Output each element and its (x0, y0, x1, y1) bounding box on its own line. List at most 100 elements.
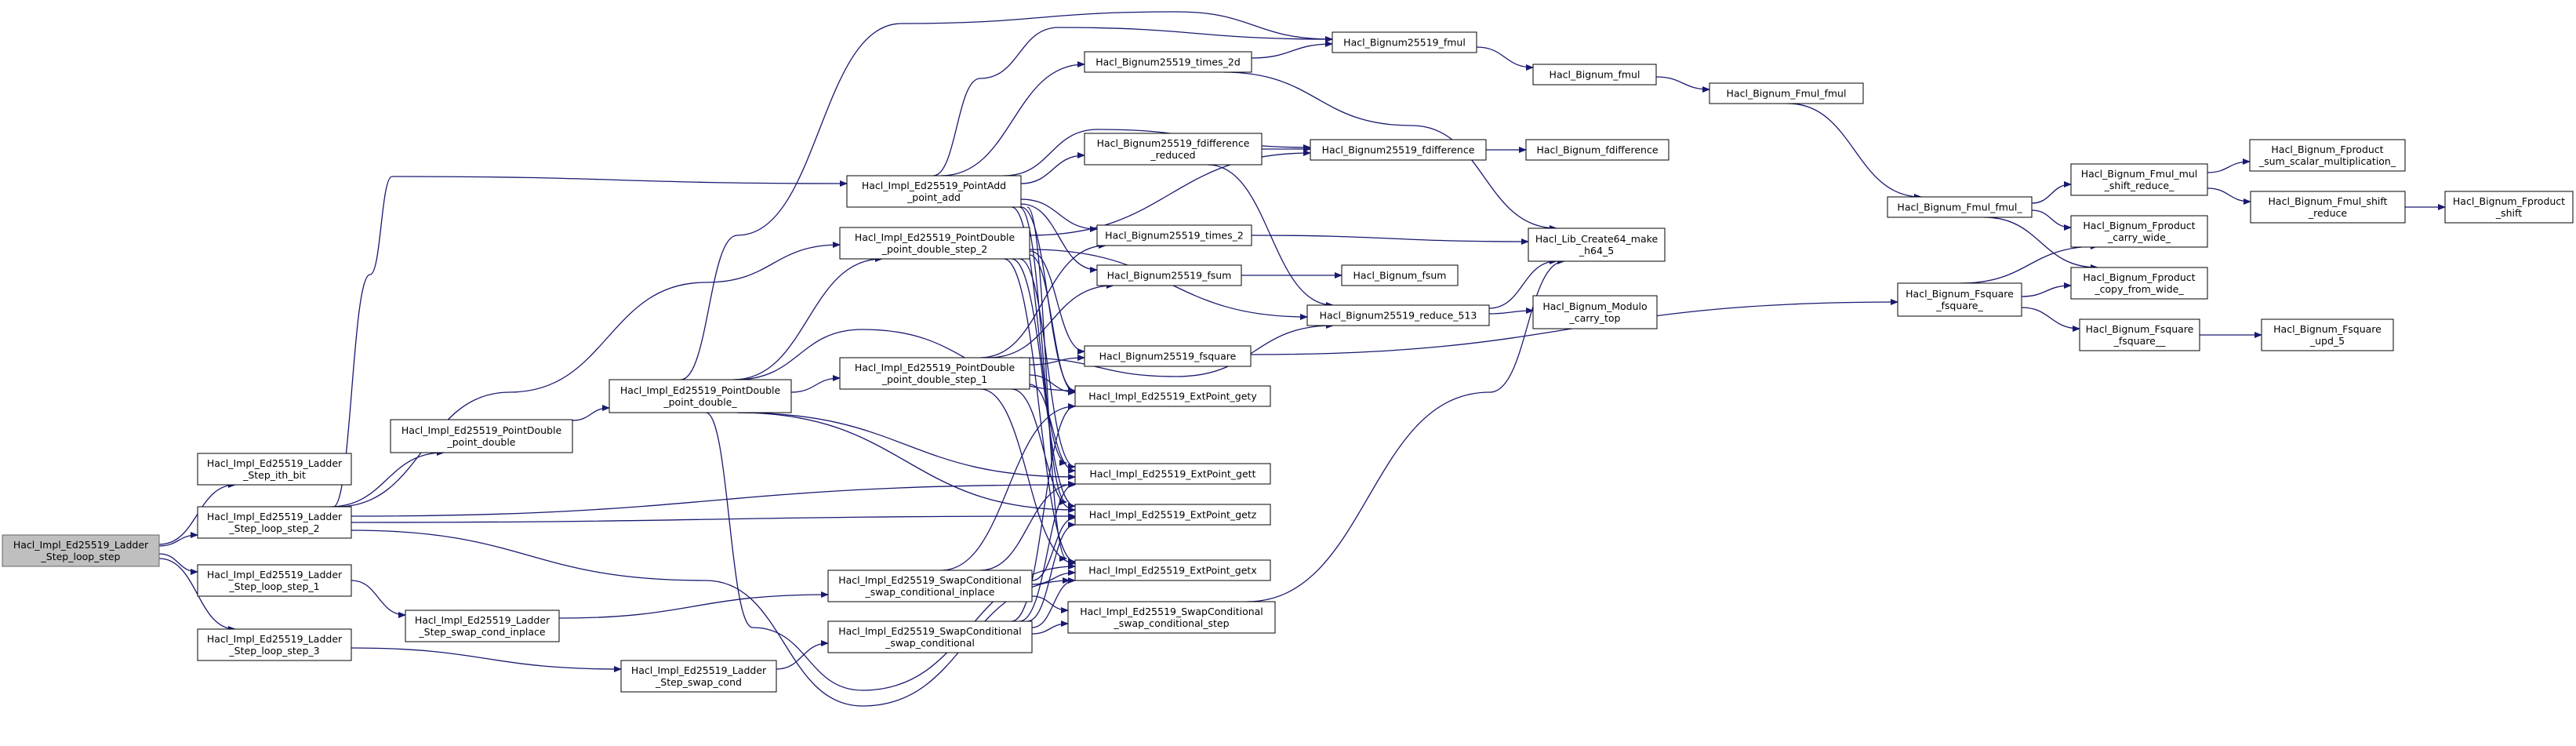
node-loop3[interactable]: Hacl_Impl_Ed25519_Ladder_Step_loop_step_… (197, 628, 352, 661)
node-label: Hacl_Bignum25519_times_2d (1095, 56, 1241, 68)
edge-bfmul-to-ffmul (1655, 76, 1710, 93)
edge-loop2-to-pds2 (336, 242, 841, 508)
node-gety[interactable]: Hacl_Impl_Ed25519_ExtPoint_gety (1074, 385, 1271, 407)
node-upd5[interactable]: Hacl_Bignum_Fsquare_upd_5 (2261, 318, 2394, 351)
node-pds2[interactable]: Hacl_Impl_Ed25519_PointDouble_point_doub… (839, 227, 1030, 260)
node-ffmul_[interactable]: Hacl_Bignum_Fmul_fmul_ (1887, 196, 2033, 218)
edge-pds2-to-fsquare (1029, 250, 1085, 355)
node-label: _sum_scalar_multiplication_ (2258, 155, 2396, 167)
node-swap_cond[interactable]: Hacl_Impl_Ed25519_Ladder_Step_swap_cond (620, 660, 777, 693)
node-fsq__[interactable]: Hacl_Bignum_Fsquare_fsquare__ (2079, 318, 2200, 351)
node-label: Hacl_Impl_Ed25519_PointDouble (855, 362, 1016, 373)
node-getz[interactable]: Hacl_Impl_Ed25519_ExtPoint_getz (1074, 504, 1271, 526)
edge-times2d-to-fmul (1251, 41, 1333, 59)
node-box (1074, 559, 1271, 581)
edge-sc-to-getz (1026, 522, 1076, 622)
node-shiftred[interactable]: Hacl_Bignum_Fmul_shift_reduce (2250, 191, 2406, 224)
node-pd[interactable]: Hacl_Impl_Ed25519_PointDouble_point_doub… (390, 419, 573, 453)
node-bfdiff[interactable]: Hacl_Bignum_fdifference (1525, 139, 1669, 161)
edge-pds1-to-gett (1029, 384, 1076, 474)
node-ith_bit[interactable]: Hacl_Impl_Ed25519_Ladder_Step_ith_bit (197, 453, 352, 486)
edge-pds1-to-gety (1029, 374, 1076, 395)
node-box (2250, 191, 2406, 224)
node-layer: Hacl_Impl_Ed25519_Ladder_Step_loop_stepH… (2, 31, 2574, 693)
edge-sc-to-getx (1031, 577, 1076, 628)
node-box (1532, 295, 1658, 329)
node-create64[interactable]: Hacl_Lib_Create64_make_h64_5 (1528, 227, 1666, 262)
edge-mulsr-to-sumscalar (2207, 158, 2251, 173)
node-box (2, 534, 160, 567)
node-box (2079, 318, 2200, 351)
node-label: _fsquare__ (2113, 335, 2166, 347)
node-loop1[interactable]: Hacl_Impl_Ed25519_Ladder_Step_loop_step_… (197, 564, 352, 597)
node-label: _Step_loop_step_2 (228, 522, 319, 534)
node-box (1096, 264, 1242, 286)
edge-padd-to-getx (1026, 206, 1067, 562)
edge-loop2-to-getz (351, 513, 1076, 523)
node-label: Hacl_Bignum_Fsquare (2273, 323, 2382, 335)
node-label: Hacl_Bignum_Fmul_mul (2081, 168, 2198, 180)
edge-pds1-to-reduce513 (1019, 322, 1334, 377)
node-label: Hacl_Impl_Ed25519_Ladder (631, 664, 767, 676)
node-label: Hacl_Bignum25519_fmul (1343, 37, 1466, 49)
node-label: Hacl_Impl_Ed25519_SwapConditional (1080, 606, 1263, 617)
node-label: Hacl_Impl_Ed25519_PointAdd (862, 180, 1006, 191)
edge-layer (158, 11, 2446, 707)
edge-loop2-to-pd (329, 449, 445, 508)
node-label: Hacl_Bignum_fmul (1550, 69, 1640, 81)
node-mulsr[interactable]: Hacl_Bignum_Fmul_mul_shift_reduce_ (2070, 163, 2208, 196)
edge-sc_inplace-to-gety (940, 403, 1076, 571)
node-copywide[interactable]: Hacl_Bignum_Fproduct_copy_from_wide_ (2070, 267, 2208, 300)
node-sc[interactable]: Hacl_Impl_Ed25519_SwapConditional_swap_c… (827, 620, 1033, 653)
node-label: Hacl_Impl_Ed25519_SwapConditional (838, 625, 1022, 637)
node-box (846, 175, 1022, 208)
node-carrywide[interactable]: Hacl_Bignum_Fproduct_carry_wide_ (2070, 215, 2208, 248)
node-loop2[interactable]: Hacl_Impl_Ed25519_Ladder_Step_loop_step_… (197, 506, 352, 539)
node-swap_inplace[interactable]: Hacl_Impl_Ed25519_Ladder_Step_swap_cond_… (405, 610, 560, 642)
node-ffmul[interactable]: Hacl_Bignum_Fmul_fmul (1709, 82, 1864, 104)
node-label: _swap_conditional_step (1113, 617, 1229, 629)
edge-swap_inplace-to-sc_inplace (558, 591, 829, 619)
node-sc_inplace[interactable]: Hacl_Impl_Ed25519_SwapConditional_swap_c… (827, 570, 1033, 602)
node-fsum[interactable]: Hacl_Bignum25519_fsum (1096, 264, 1242, 286)
node-label: _point_add (907, 191, 961, 203)
node-label: _upd_5 (2309, 335, 2345, 347)
node-label: Hacl_Bignum_Fproduct (2083, 220, 2195, 231)
node-fdiffred[interactable]: Hacl_Bignum25519_fdifference_reduced (1084, 133, 1263, 166)
node-label: Hacl_Bignum_fsum (1353, 270, 1447, 282)
edge-pds1-to-fsquare (1029, 355, 1085, 366)
edge-sc_inplace-to-scstep (1031, 595, 1069, 613)
node-shift[interactable]: Hacl_Bignum_Fproduct_shift (2444, 191, 2574, 224)
node-times2d[interactable]: Hacl_Bignum25519_times_2d (1084, 51, 1252, 73)
edge-pd_-to-getx (705, 412, 1076, 691)
node-reduce513[interactable]: Hacl_Bignum25519_reduce_513 (1306, 304, 1490, 326)
edge-padd-to-fsum (1020, 203, 1098, 273)
node-times2[interactable]: Hacl_Bignum25519_times_2 (1096, 224, 1252, 246)
node-fmul[interactable]: Hacl_Bignum25519_fmul (1332, 31, 1477, 53)
node-fsq_[interactable]: Hacl_Bignum_Fsquare_fsquare_ (1897, 282, 2022, 317)
node-root[interactable]: Hacl_Impl_Ed25519_Ladder_Step_loop_step (2, 534, 160, 567)
node-label: Hacl_Impl_Ed25519_Ladder (13, 539, 149, 551)
edge-times2-to-create64 (1251, 235, 1529, 245)
node-padd[interactable]: Hacl_Impl_Ed25519_PointAdd_point_add (846, 175, 1022, 208)
node-bfmul[interactable]: Hacl_Bignum_fmul (1532, 64, 1657, 86)
edge-loop2-to-gett (351, 482, 1076, 517)
node-label: Hacl_Bignum25519_fsum (1107, 270, 1232, 282)
node-scstep[interactable]: Hacl_Impl_Ed25519_SwapConditional_swap_c… (1067, 601, 1276, 634)
node-getx[interactable]: Hacl_Impl_Ed25519_ExtPoint_getx (1074, 559, 1271, 581)
node-label: _Step_ith_bit (242, 469, 306, 481)
node-sumscalar[interactable]: Hacl_Bignum_Fproduct_sum_scalar_multipli… (2249, 139, 2406, 172)
edge-fsq_-to-carrywide (1960, 243, 2098, 284)
node-modulo[interactable]: Hacl_Bignum_Modulo_carry_top (1532, 295, 1658, 329)
edge-padd-to-times2 (1020, 198, 1098, 232)
node-bfsum[interactable]: Hacl_Bignum_fsum (1341, 264, 1459, 286)
node-gett[interactable]: Hacl_Impl_Ed25519_ExtPoint_gett (1074, 463, 1271, 485)
node-pds1[interactable]: Hacl_Impl_Ed25519_PointDouble_point_doub… (839, 357, 1030, 390)
node-label: Hacl_Bignum_Fproduct (2271, 144, 2383, 155)
node-box (1074, 504, 1271, 526)
node-box (1067, 601, 1276, 634)
node-pd_[interactable]: Hacl_Impl_Ed25519_PointDouble_point_doub… (609, 379, 792, 413)
node-box (1084, 345, 1252, 367)
node-fsquare[interactable]: Hacl_Bignum25519_fsquare (1084, 345, 1252, 367)
node-fdiff[interactable]: Hacl_Bignum25519_fdifference (1310, 139, 1487, 161)
